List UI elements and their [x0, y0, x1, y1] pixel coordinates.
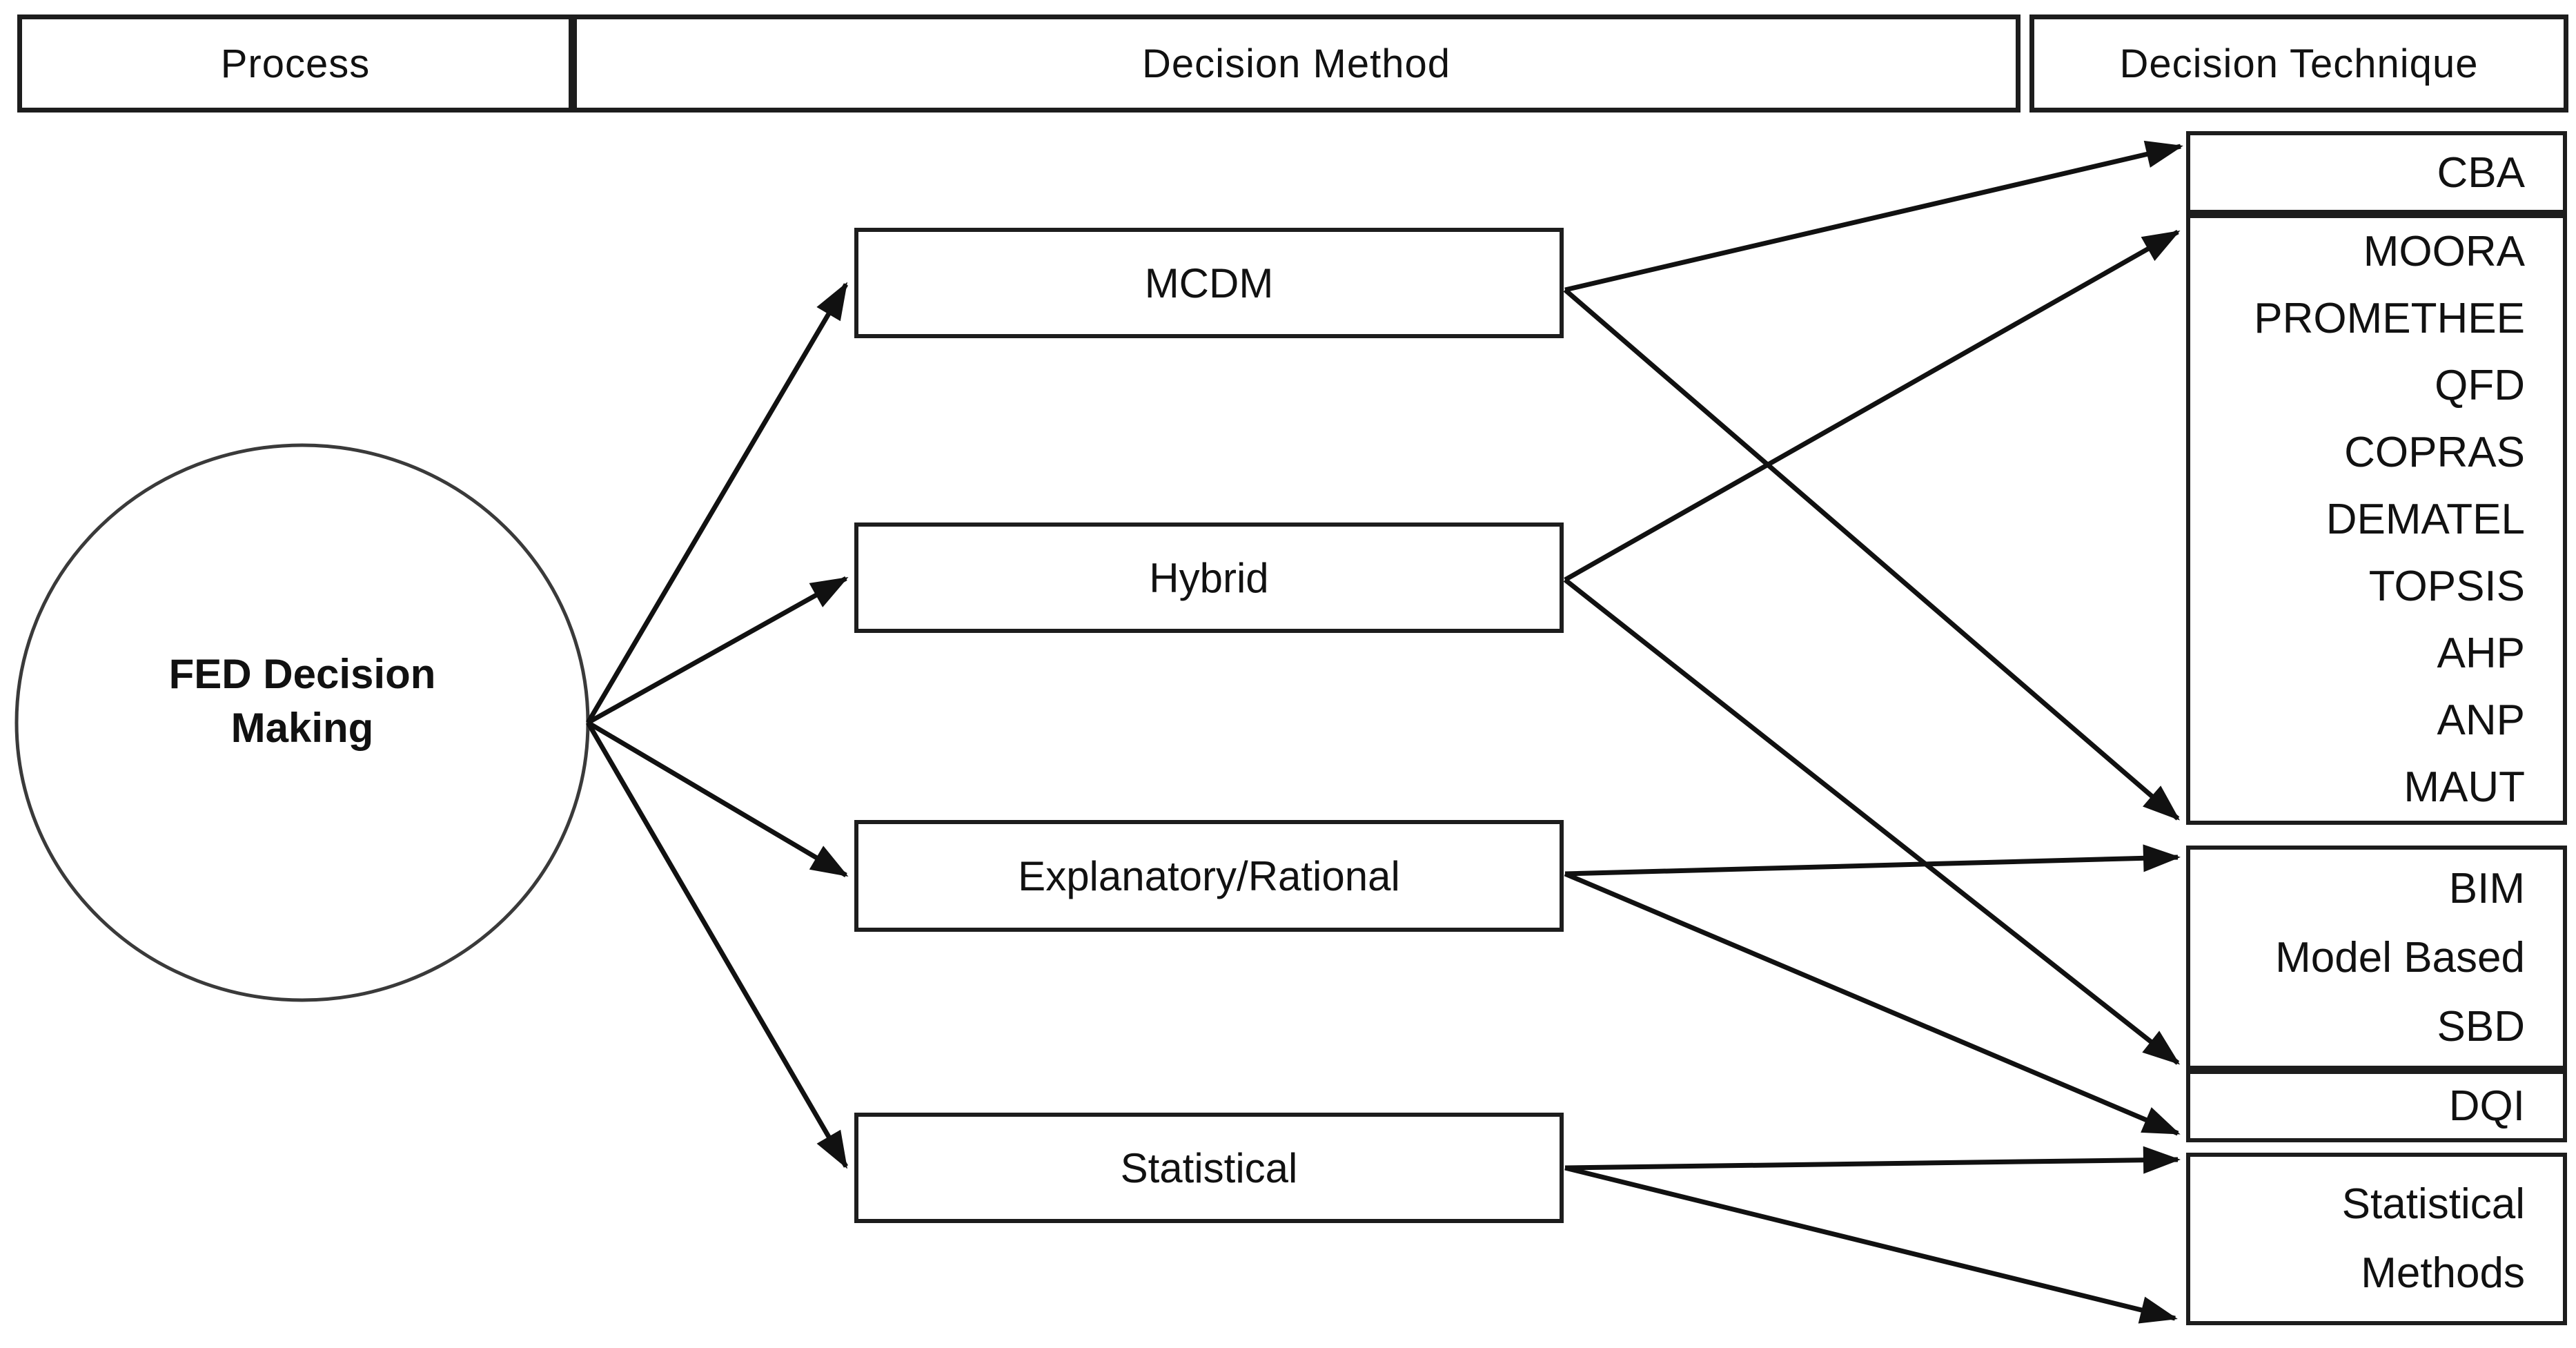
technique-item: DQI — [2448, 1082, 2525, 1130]
header-decision-method: Decision Method — [572, 14, 2021, 113]
method-label-hybrid: Hybrid — [1149, 554, 1269, 601]
technique-item: MOORA — [2363, 228, 2525, 275]
technique-item: CBA — [2437, 148, 2525, 197]
arrow-mcdm-to-cba — [1564, 140, 2183, 293]
method-label-explanatory-rational: Explanatory/Rational — [1018, 852, 1400, 899]
method-box-mcdm: MCDM — [854, 228, 1564, 338]
technique-item: TOPSIS — [2368, 563, 2525, 610]
method-label-mcdm: MCDM — [1144, 260, 1274, 306]
arrow-fed-to-mcdm — [585, 282, 849, 724]
arrow-fed-to-hybrid — [587, 576, 849, 725]
fed-decision-label-line1: FED Decision — [168, 651, 436, 697]
technique-item: MAUT — [2403, 763, 2525, 811]
technique-item: COPRAS — [2344, 429, 2525, 476]
technique-item: QFD — [2435, 362, 2525, 409]
arrow-mcdm-to-mcdm-techniques — [1563, 288, 2181, 821]
method-box-explanatory-rational: Explanatory/Rational — [854, 820, 1564, 932]
arrow-statistical-to-statistical-methods — [1564, 1146, 2181, 1174]
arrow-hybrid-to-mcdm-techniques — [1564, 229, 2181, 583]
method-label-statistical: Statistical — [1120, 1144, 1298, 1191]
technique-item: Model Based — [2275, 933, 2525, 981]
arrow-explanatory-to-dqi — [1564, 871, 2181, 1136]
method-box-statistical: Statistical — [854, 1113, 1564, 1223]
header-decision-technique-label: Decision Technique — [2119, 41, 2479, 86]
arrow-fed-to-statistical — [585, 721, 849, 1169]
fed-decision-label: FED Decision Making — [95, 647, 509, 755]
technique-item: AHP — [2437, 629, 2525, 677]
fed-decision-label-line2: Making — [230, 705, 374, 751]
technique-box-dqi: DQI — [2186, 1070, 2567, 1142]
technique-item: ANP — [2437, 696, 2525, 744]
arrow-statistical-to-statistical-methods-bottom — [1564, 1165, 2178, 1324]
technique-item: DEMATEL — [2326, 496, 2525, 543]
header-process-label: Process — [220, 41, 371, 86]
header-decision-method-label: Decision Method — [1142, 41, 1451, 86]
technique-item: Statistical — [2341, 1180, 2525, 1228]
technique-box-statistical-methods: Statistical Methods — [2186, 1153, 2567, 1325]
technique-item: SBD — [2437, 1002, 2525, 1051]
arrow-fed-to-explanatory — [587, 720, 849, 878]
technique-box-mcdm-techniques: MOORA PROMETHEE QFD COPRAS DEMATEL TOPSI… — [2186, 214, 2567, 825]
method-box-hybrid: Hybrid — [854, 522, 1564, 633]
arrow-hybrid-to-dqi — [1563, 578, 2181, 1065]
header-decision-technique: Decision Technique — [2029, 14, 2568, 113]
arrow-explanatory-to-model-based — [1564, 844, 2181, 877]
technique-item: BIM — [2448, 864, 2525, 912]
header-process: Process — [17, 14, 573, 113]
technique-item: PROMETHEE — [2254, 295, 2525, 342]
technique-box-cba: CBA — [2186, 131, 2567, 214]
technique-box-model-based: BIM Model Based SBD — [2186, 846, 2567, 1070]
technique-item: Methods — [2361, 1249, 2525, 1297]
